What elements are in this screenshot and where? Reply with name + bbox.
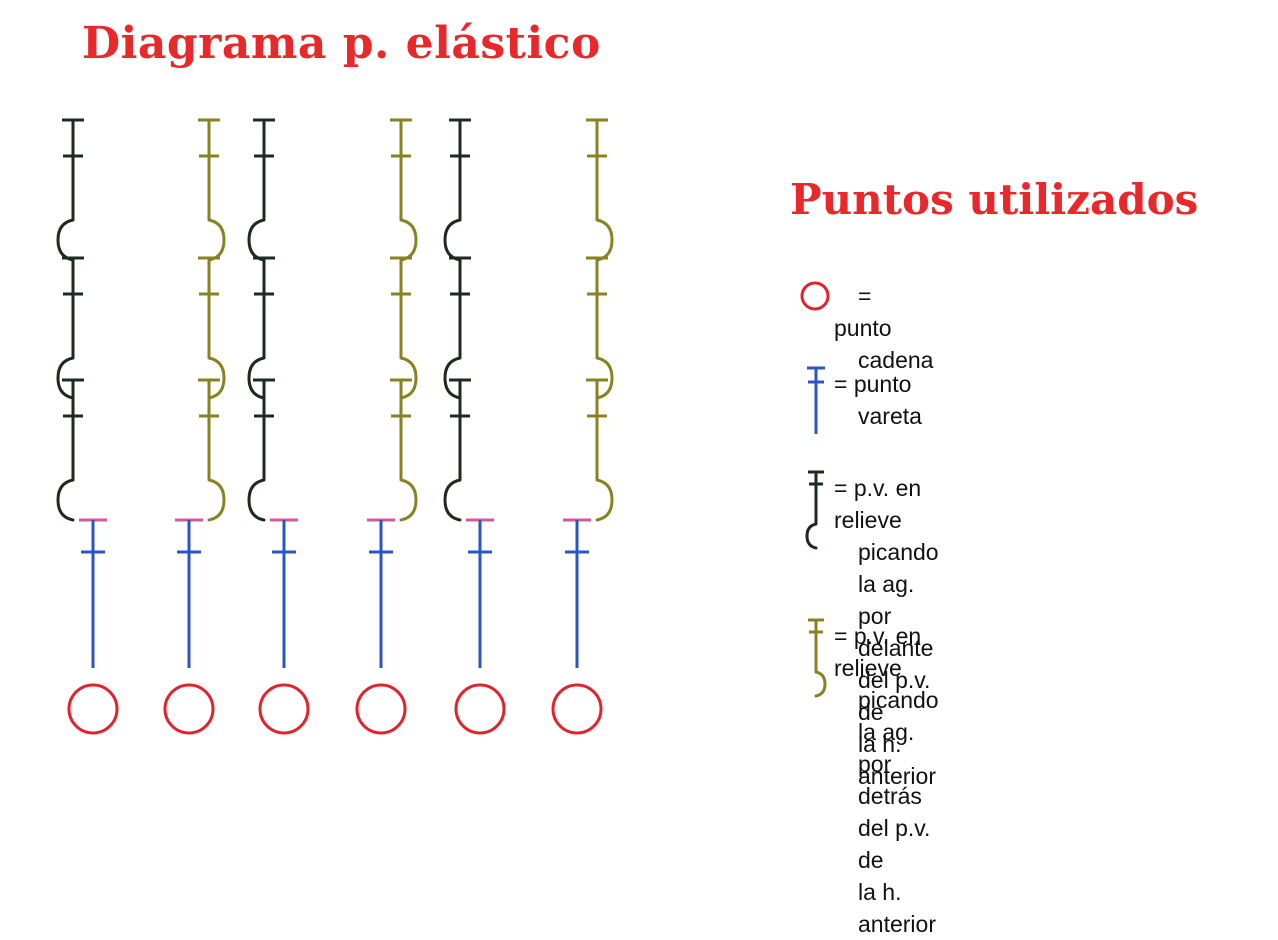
front-post-stitch-icon xyxy=(805,470,824,550)
chain-stitch xyxy=(258,683,310,735)
back-post-hook xyxy=(399,356,418,400)
chain-stitch-icon xyxy=(800,281,830,311)
legend-back-line-2: picando la ag. por xyxy=(858,687,939,777)
legend-front-line-1: = p.v. en relieve xyxy=(834,475,922,533)
front-post-hook xyxy=(56,356,75,400)
chain-stitch xyxy=(67,683,119,735)
back-post-stitch-icon xyxy=(808,618,827,698)
double-crochet-icon xyxy=(807,366,825,434)
stitch-column xyxy=(355,118,418,735)
icon-hook xyxy=(814,670,827,698)
chain-stitch xyxy=(163,683,215,735)
diagram-title: Diagrama p. elástico xyxy=(82,18,601,69)
legend-vareta-line-1: = punto xyxy=(834,371,912,397)
back-post-hook xyxy=(399,218,418,262)
front-post-hook xyxy=(247,478,266,522)
back-post-hook xyxy=(207,218,226,262)
back-post-hook xyxy=(595,478,614,522)
icon-hook xyxy=(805,522,818,550)
stitch-column xyxy=(163,118,226,735)
stitch-column xyxy=(247,118,310,735)
chain-stitch xyxy=(454,683,506,735)
front-post-hook xyxy=(56,478,75,522)
stitch-column xyxy=(551,118,614,735)
chain-stitch xyxy=(355,683,407,735)
chain-stitch xyxy=(551,683,603,735)
front-post-hook xyxy=(443,218,462,262)
crochet-diagram xyxy=(56,118,614,735)
legend-chain-line-2: cadena xyxy=(858,347,934,373)
back-post-hook xyxy=(207,478,226,522)
stitch-column xyxy=(443,118,506,735)
front-post-hook xyxy=(443,478,462,522)
stitch-column xyxy=(56,118,119,735)
legend-back-line-3: detrás del p.v. de xyxy=(858,783,931,873)
legend-vareta-line-2: vareta xyxy=(858,403,922,429)
legend-back-line-4: la h. anterior xyxy=(858,879,936,937)
back-post-hook xyxy=(399,478,418,522)
back-post-hook xyxy=(207,356,226,400)
back-post-hook xyxy=(595,218,614,262)
front-post-hook xyxy=(247,218,266,262)
legend-chain-line-1: = punto xyxy=(834,283,892,341)
back-post-hook xyxy=(595,356,614,400)
front-post-hook xyxy=(247,356,266,400)
legend-front-line-3: delante del p.v. de xyxy=(858,635,934,725)
front-post-hook xyxy=(56,218,75,262)
legend-front-line-2: picando la ag. por xyxy=(858,539,939,629)
legend-back-line-1: = p.v. en relieve xyxy=(834,623,922,681)
front-post-hook xyxy=(443,356,462,400)
legend-title: Puntos utilizados xyxy=(790,175,1199,224)
